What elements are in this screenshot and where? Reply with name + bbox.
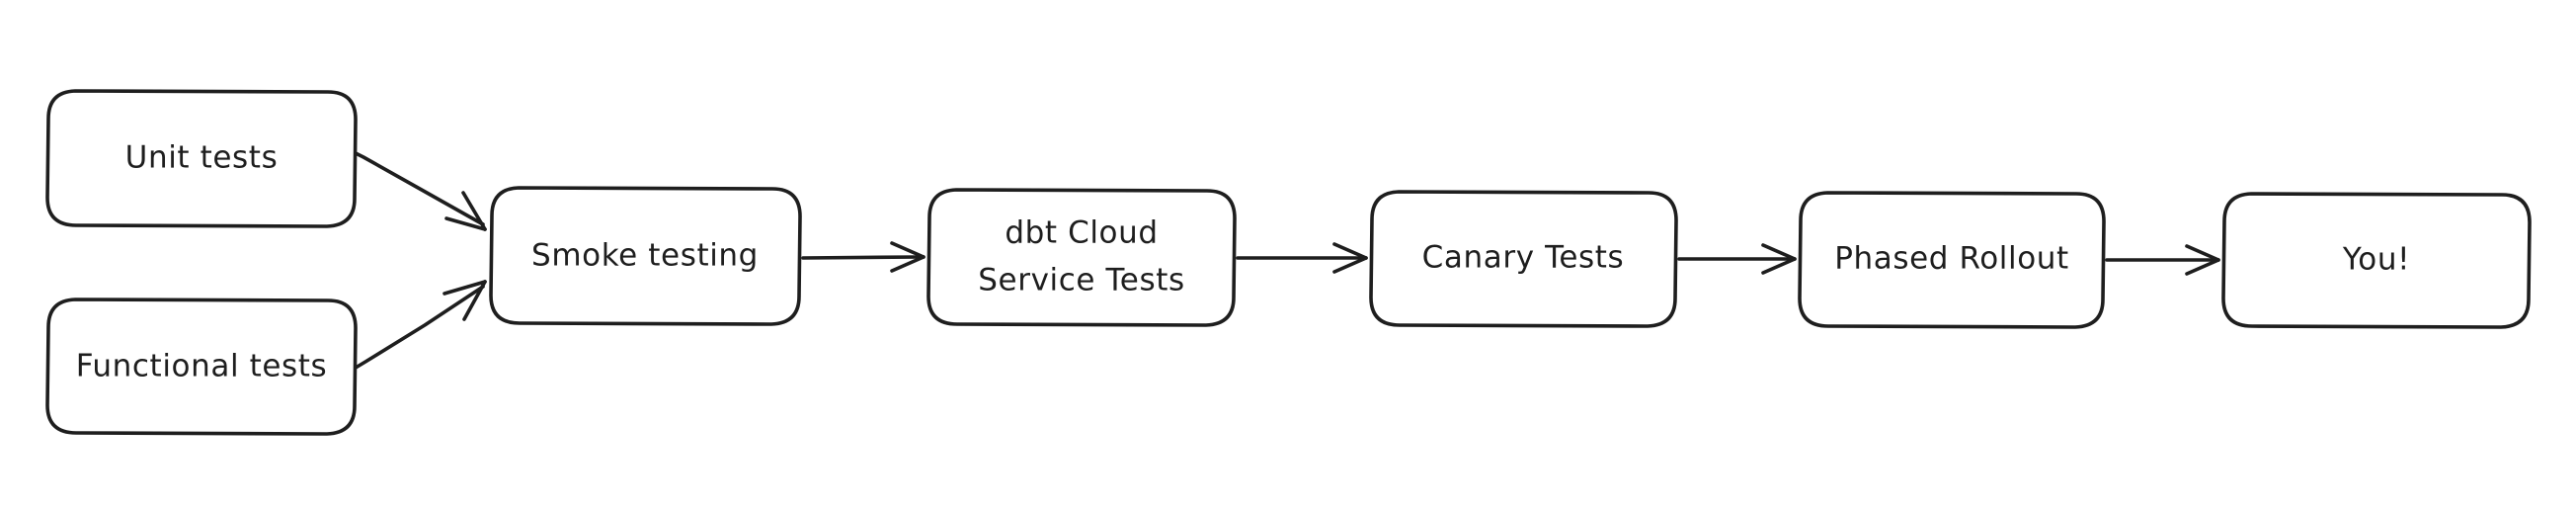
node-canary-tests-box[interactable]: [1369, 190, 1678, 328]
node-you-box[interactable]: [2221, 192, 2532, 329]
edge-layer: [354, 151, 2220, 370]
node-unit-tests-label: Unit tests: [125, 140, 279, 176]
edge-unit-to-smoke: [354, 151, 487, 231]
node-smoke-testing-label: Smoke testing: [531, 238, 759, 274]
edge-canary-to-phased: [1677, 243, 1797, 275]
edge-smoke-to-dbt: [801, 241, 926, 273]
node-smoke-testing-box[interactable]: [489, 186, 802, 326]
node-dbt-cloud-service-tests[interactable]: dbt Cloud Service Tests: [926, 188, 1237, 327]
node-dbt-cloud-service-tests-label-line2: Service Tests: [978, 263, 1184, 298]
node-functional-tests[interactable]: Functional tests: [45, 298, 358, 436]
node-layer: Unit tests Functional tests Smoke testin…: [45, 89, 2532, 436]
edge-phased-to-you: [2105, 244, 2220, 276]
node-unit-tests[interactable]: Unit tests: [45, 89, 358, 228]
node-unit-tests-box[interactable]: [45, 89, 358, 228]
node-dbt-cloud-service-tests-label-line1: dbt Cloud: [1005, 215, 1158, 251]
node-canary-tests[interactable]: Canary Tests: [1369, 190, 1678, 328]
node-canary-tests-label: Canary Tests: [1422, 240, 1625, 276]
node-phased-rollout-box[interactable]: [1798, 191, 2106, 329]
edge-functional-to-smoke: [354, 280, 487, 370]
node-you[interactable]: You!: [2221, 192, 2532, 329]
node-phased-rollout[interactable]: Phased Rollout: [1798, 191, 2106, 329]
node-you-label: You!: [2342, 242, 2410, 278]
node-smoke-testing[interactable]: Smoke testing: [489, 186, 802, 326]
node-functional-tests-label: Functional tests: [76, 349, 328, 384]
node-functional-tests-box[interactable]: [45, 298, 358, 436]
node-dbt-cloud-service-tests-box[interactable]: [926, 188, 1237, 327]
node-phased-rollout-label: Phased Rollout: [1834, 241, 2069, 277]
edge-dbt-to-canary: [1236, 242, 1368, 274]
